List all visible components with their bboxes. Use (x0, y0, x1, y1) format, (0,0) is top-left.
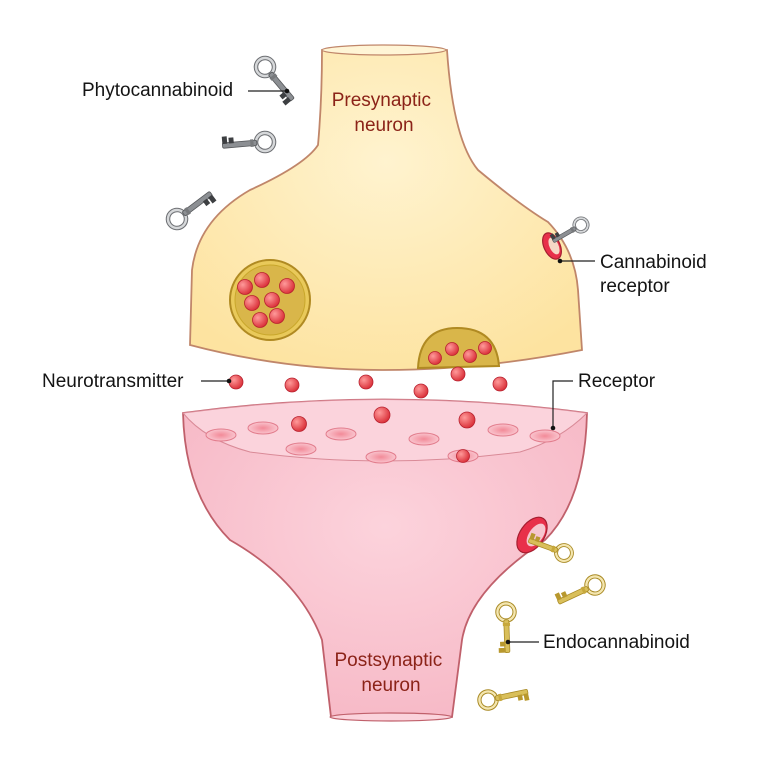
receptor-site-icon (529, 429, 561, 443)
receptor-site-icon (408, 432, 440, 446)
label-neurotransmitter: Neurotransmitter (42, 371, 232, 392)
neurotransmitter-molecule-icon (413, 383, 429, 399)
svg-text:Cannabinoid receptor: Cannabinoid receptor (600, 252, 712, 297)
neurotransmitter-molecule-icon (373, 406, 391, 424)
receptor-site-icon (285, 442, 317, 456)
fusing-vesicle-neurotransmitters (428, 341, 492, 365)
receptor-site-icon (365, 450, 397, 464)
svg-text:Neurotransmitter: Neurotransmitter (42, 371, 184, 392)
label-endocannabinoid: Endocannabinoid (505, 632, 690, 653)
receptor-site-icon (247, 421, 279, 435)
phytocannabinoid-key-icon (222, 132, 275, 154)
endocannabinoid-key-icon (555, 574, 607, 610)
label-phytocannabinoid: Phytocannabinoid (82, 80, 290, 101)
neurotransmitter-molecule-icon (228, 374, 244, 390)
label-cannabinoid-receptor: Cannabinoid receptor (557, 252, 712, 297)
neurotransmitter-molecule-icon (284, 377, 300, 393)
neurotransmitter-molecule-icon (458, 411, 476, 429)
presynaptic-title: Presynaptic neuron (332, 90, 437, 136)
endocannabinoid-key-icon (478, 683, 530, 710)
endocannabinoid-key-icon (497, 603, 516, 653)
neurotransmitter-molecule-icon (456, 449, 470, 463)
neurotransmitter-molecule-icon (492, 376, 508, 392)
dendrite-opening (329, 712, 453, 722)
svg-text:Phytocannabinoid: Phytocannabinoid (82, 80, 233, 101)
vesicle-neurotransmitters (237, 272, 295, 328)
receptor-site-icon (487, 423, 519, 437)
axon-opening (321, 44, 447, 56)
cleft-neurotransmitters (228, 366, 508, 463)
svg-text:Receptor: Receptor (578, 371, 656, 392)
postsynaptic-membrane (182, 399, 589, 462)
neurotransmitter-molecule-icon (450, 366, 466, 382)
phytocannabinoid-key-icon (252, 54, 299, 105)
receptor-site-icon (325, 427, 357, 441)
receptor-site-icon (205, 428, 237, 442)
neurotransmitter-molecule-icon (291, 416, 307, 432)
postsynaptic-title: Postsynaptic neuron (334, 650, 447, 696)
neurotransmitter-molecule-icon (358, 374, 374, 390)
svg-text:Endocannabinoid: Endocannabinoid (543, 632, 690, 653)
label-receptor: Receptor (550, 371, 656, 431)
